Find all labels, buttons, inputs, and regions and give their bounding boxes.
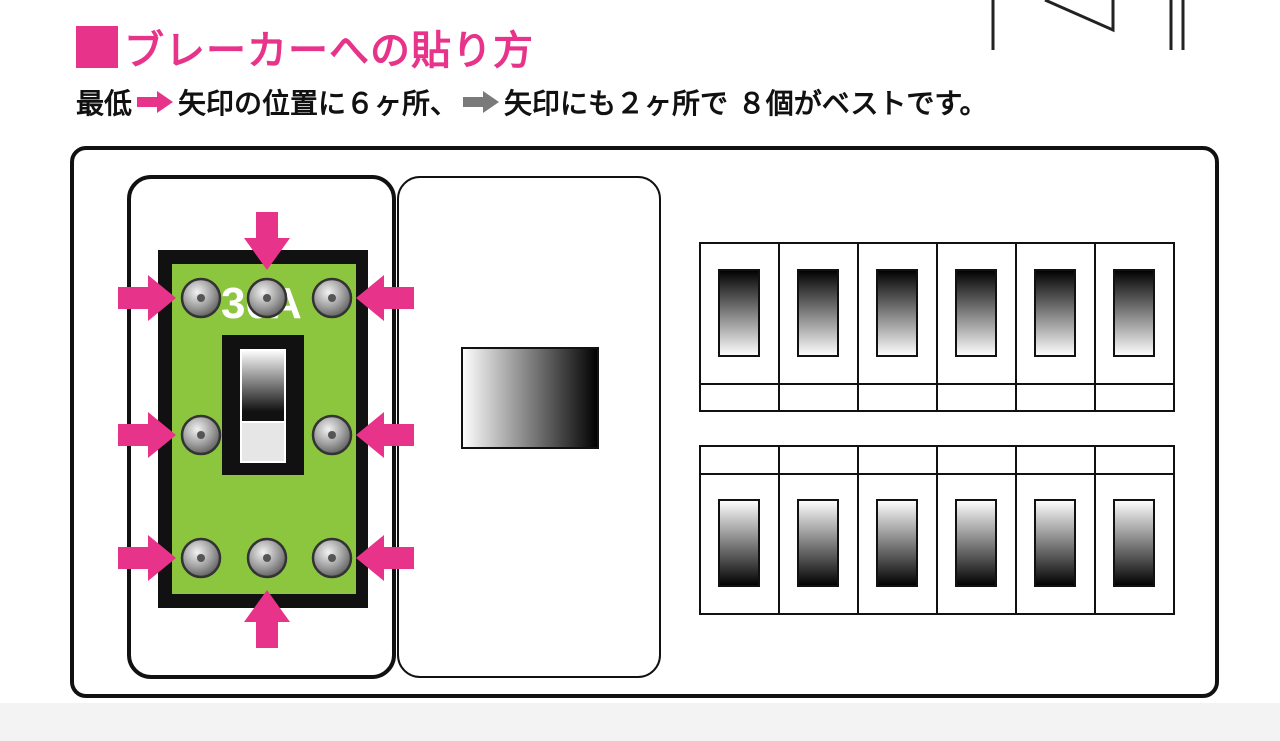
screw-icon [311, 537, 353, 579]
screw-icon [180, 277, 222, 319]
branch-breaker-bottom [1015, 445, 1096, 615]
arrow-icon [244, 212, 290, 270]
leakage-breaker-switch [461, 347, 599, 449]
branch-breaker-top [857, 242, 938, 412]
instruction-line: 最低 矢印の位置に６ヶ所、 矢印にも２ヶ所で ８個がベストです。 [76, 82, 988, 122]
screw-group [180, 277, 353, 579]
breaker-handle-icon [718, 499, 760, 587]
instruction-text-1: 最低 [76, 87, 133, 120]
breaker-handle-icon [1034, 269, 1076, 357]
instruction-text-2: 矢印の位置に６ヶ所、 [178, 87, 459, 120]
branch-breaker-group [699, 242, 1175, 615]
breaker-handle-icon [1113, 269, 1155, 357]
arrow-icon [356, 275, 414, 321]
instruction-text-3: 矢印にも２ヶ所で ８個がベストです。 [504, 87, 988, 120]
breaker-handle-icon [876, 499, 918, 587]
arrow-icon [244, 590, 290, 648]
bottom-margin-band [0, 703, 1280, 741]
pink-arrow-icon [137, 91, 174, 113]
arrow-icon [356, 412, 414, 458]
branch-breaker-top [778, 242, 859, 412]
breaker-handle-icon [718, 269, 760, 357]
arrow-icon [356, 535, 414, 581]
toggle-switch-base [240, 421, 286, 463]
branch-breaker-top [699, 242, 780, 412]
gray-arrow-icon [463, 91, 500, 113]
screw-icon [180, 537, 222, 579]
corner-sketch-fragment [991, 0, 1185, 50]
breaker-handle-icon [955, 269, 997, 357]
breaker-handle-icon [1113, 499, 1155, 587]
branch-breaker-bottom [699, 445, 780, 615]
arrow-icon [118, 412, 176, 458]
screw-icon [180, 414, 222, 456]
branch-breaker-bottom [936, 445, 1017, 615]
branch-breaker-bottom [857, 445, 938, 615]
branch-breaker-top [1094, 242, 1175, 412]
branch-breaker-bottom [1094, 445, 1175, 615]
screw-icon [246, 277, 288, 319]
placement-arrows [118, 212, 414, 648]
breaker-handle-icon [797, 269, 839, 357]
breaker-handle-icon [797, 499, 839, 587]
breaker-handle-icon [876, 269, 918, 357]
branch-breaker-top [1015, 242, 1096, 412]
breaker-handle-icon [955, 499, 997, 587]
arrow-icon [118, 275, 176, 321]
branch-breaker-top [936, 242, 1017, 412]
page-title: ブレーカーへの貼り方 [76, 22, 534, 74]
page-title-text: ブレーカーへの貼り方 [124, 28, 534, 74]
square-bullet-icon [76, 26, 118, 68]
branch-breaker-bottom [778, 445, 859, 615]
screw-icon [311, 414, 353, 456]
screw-icon [246, 537, 288, 579]
arrow-icon [118, 535, 176, 581]
screw-icon [311, 277, 353, 319]
breaker-handle-icon [1034, 499, 1076, 587]
